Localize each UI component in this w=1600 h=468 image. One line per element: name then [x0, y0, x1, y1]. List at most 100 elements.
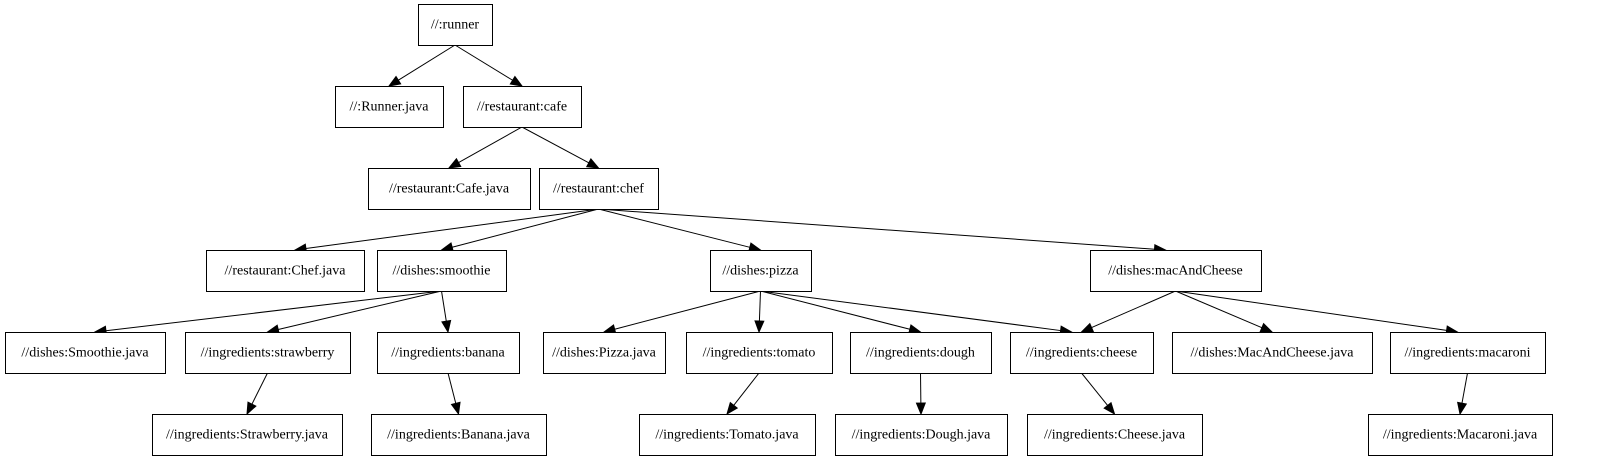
node-label: //restaurant:chef [553, 182, 644, 197]
node-box [5, 332, 166, 374]
graph-node-ing_cheese[interactable]: //ingredients:cheese [1010, 332, 1154, 374]
edge-arrowhead [1103, 401, 1116, 416]
nodes-layer: //:runner //:Runner.java //restaurant:cafe… [5, 4, 1553, 456]
edge-arrowhead [450, 401, 461, 416]
edge-line [447, 372, 457, 404]
graph-node-ing_macaroni[interactable]: //ingredients:macaroni [1390, 332, 1546, 374]
node-box [152, 414, 343, 456]
node-label: //ingredients:Tomato.java [655, 428, 799, 443]
edge-line [733, 372, 760, 406]
graph-node-dough_java[interactable]: //ingredients:Dough.java [835, 414, 1008, 456]
node-box [463, 86, 582, 128]
node-label: //dishes:pizza [722, 264, 799, 279]
edge-line [454, 44, 513, 81]
graph-node-macaroni_java[interactable]: //ingredients:Macaroni.java [1368, 414, 1553, 456]
edge-line [452, 208, 599, 248]
node-box [686, 332, 833, 374]
edge-line [760, 290, 1061, 332]
graph-node-ing_strawberry[interactable]: //ingredients:strawberry [185, 332, 351, 374]
graph-node-restaurant_chef[interactable]: //restaurant:chef [539, 168, 659, 210]
edge-line [398, 44, 456, 81]
edge-line [278, 290, 442, 330]
node-box [710, 250, 812, 292]
graph-edge [915, 372, 926, 416]
graph-node-mac_java[interactable]: //dishes:MacAndCheese.java [1172, 332, 1373, 374]
node-label: //restaurant:Cafe.java [389, 182, 510, 197]
node-label: //ingredients:cheese [1026, 346, 1137, 361]
node-box [185, 332, 351, 374]
node-label: //ingredients:Banana.java [387, 428, 530, 443]
edge-line [758, 290, 761, 322]
graph-edge [598, 208, 762, 253]
edges-layer [93, 44, 1468, 416]
graph-node-banana_java[interactable]: //ingredients:Banana.java [371, 414, 547, 456]
graph-node-runner_java[interactable]: //:Runner.java [335, 86, 444, 128]
edge-line [305, 208, 599, 250]
node-label: //ingredients:Cheese.java [1044, 428, 1186, 443]
edge-arrowhead [387, 75, 402, 87]
graph-edge [760, 290, 922, 335]
node-box [539, 168, 659, 210]
edge-arrowhead [246, 401, 257, 416]
graph-edge [440, 208, 599, 253]
node-box [377, 332, 520, 374]
edge-line [1175, 290, 1263, 329]
graph-node-pizza_java[interactable]: //dishes:Pizza.java [543, 332, 666, 374]
graph-node-dishes_pizza[interactable]: //dishes:pizza [710, 250, 812, 292]
graph-node-chef_java[interactable]: //restaurant:Chef.java [206, 250, 365, 292]
graph-edge [1457, 372, 1468, 416]
node-box [371, 414, 547, 456]
node-label: //restaurant:Chef.java [225, 264, 347, 279]
edge-line [1461, 372, 1468, 404]
edge-arrowhead [1457, 401, 1468, 416]
graph-edge [1080, 290, 1176, 333]
edge-line [441, 290, 447, 322]
node-box [639, 414, 816, 456]
node-label: //dishes:Smoothie.java [21, 346, 149, 361]
node-label: //ingredients:tomato [703, 346, 816, 361]
edge-arrowhead [915, 402, 926, 416]
node-label: //:runner [431, 18, 480, 33]
node-box [543, 332, 666, 374]
graph-node-smoothie_java[interactable]: //dishes:Smoothie.java [5, 332, 166, 374]
edge-arrowhead [509, 75, 524, 87]
graph-node-tomato_java[interactable]: //ingredients:Tomato.java [639, 414, 816, 456]
node-box [1090, 250, 1262, 292]
edge-line [760, 290, 910, 330]
edge-line [598, 208, 750, 248]
graph-node-ing_tomato[interactable]: //ingredients:tomato [686, 332, 833, 374]
edge-arrowhead [441, 319, 452, 334]
graph-node-runner[interactable]: //:runner [418, 4, 493, 46]
graph-node-restaurant_cafe[interactable]: //restaurant:cafe [463, 86, 582, 128]
edge-line [1081, 372, 1108, 406]
node-box [1368, 414, 1553, 456]
node-label: //ingredients:dough [866, 346, 975, 361]
edge-arrowhead [726, 401, 739, 416]
graph-node-ing_banana[interactable]: //ingredients:banana [377, 332, 520, 374]
graph-edge [441, 290, 452, 334]
graph-edge [726, 372, 760, 416]
node-box [368, 168, 531, 210]
graph-edge [266, 290, 442, 335]
edge-arrowhead [1259, 322, 1274, 333]
graph-node-ing_dough[interactable]: //ingredients:dough [850, 332, 992, 374]
node-box [1390, 332, 1546, 374]
node-box [1010, 332, 1154, 374]
edge-arrowhead [585, 158, 600, 169]
graph-node-cheese_java[interactable]: //ingredients:Cheese.java [1027, 414, 1203, 456]
node-label: //ingredients:Dough.java [852, 428, 992, 443]
graph-node-strawberry_java[interactable]: //ingredients:Strawberry.java [152, 414, 343, 456]
edge-line [1175, 290, 1447, 331]
edge-arrowhead [754, 320, 765, 334]
node-box [1027, 414, 1203, 456]
edge-line [521, 126, 590, 164]
graph-edge [387, 44, 456, 87]
node-label: //ingredients:macaroni [1405, 346, 1531, 361]
graph-edge [454, 44, 524, 87]
graph-edge [246, 372, 268, 416]
graph-node-cafe_java[interactable]: //restaurant:Cafe.java [368, 168, 531, 210]
node-box [206, 250, 365, 292]
graph-node-dishes_smoothie[interactable]: //dishes:smoothie [377, 250, 507, 292]
graph-node-dishes_mac[interactable]: //dishes:macAndCheese [1090, 250, 1262, 292]
